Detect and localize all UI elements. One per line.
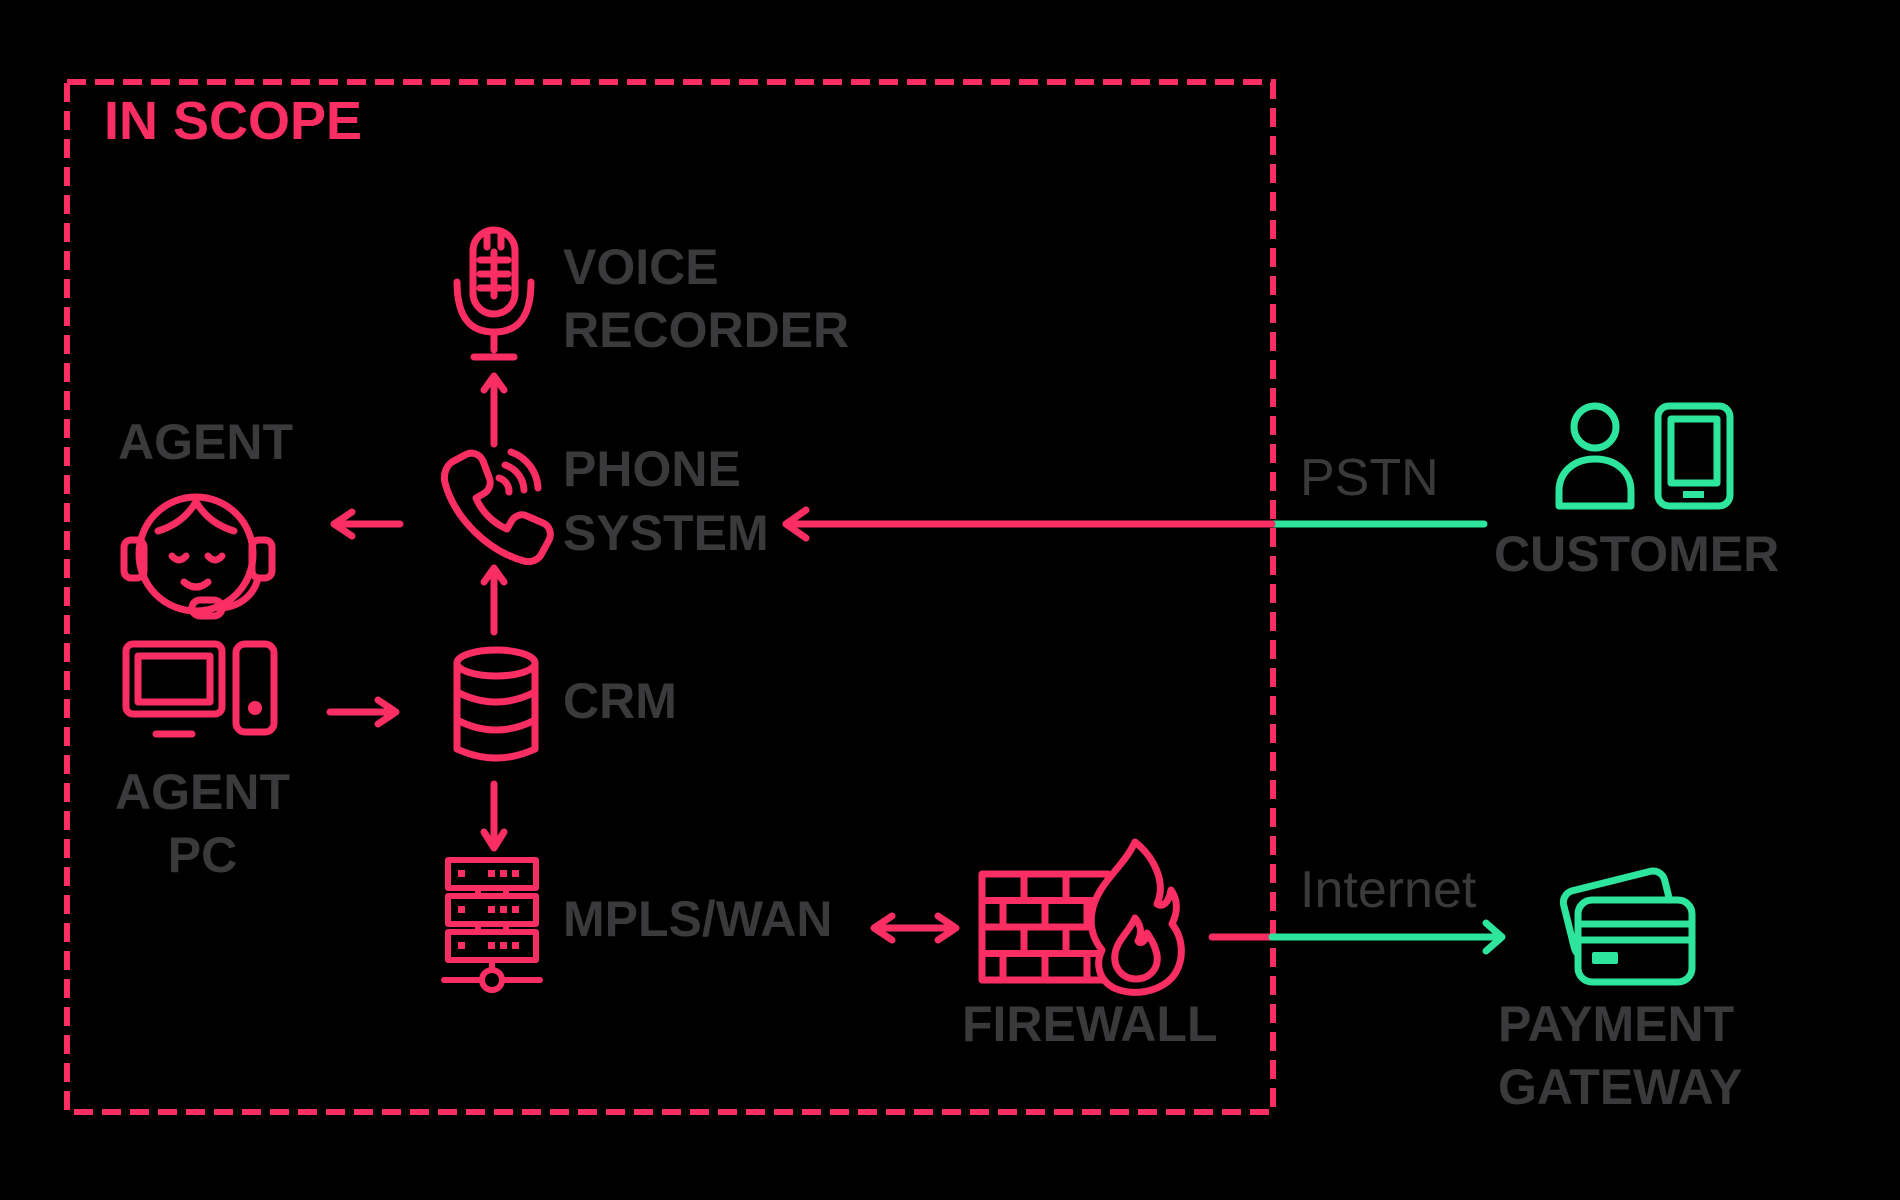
node-label-voice-recorder: VOICE RECORDER (563, 236, 849, 362)
in-scope-dashed-border (64, 79, 1276, 1115)
microphone-icon (453, 226, 535, 361)
node-label-payment-gateway: PAYMENT GATEWAY (1498, 993, 1742, 1119)
arrow-right-agentpc-to-crm-icon (326, 696, 400, 728)
label-line: PHONE (563, 441, 741, 497)
node-label-agent: AGENT (118, 411, 293, 474)
label-line: CUSTOMER (1494, 526, 1780, 582)
arrow-bidirectional-mpls-firewall-icon (870, 912, 960, 944)
node-label-firewall: FIREWALL (962, 993, 1218, 1056)
arrow-up-crm-to-phone-icon (480, 564, 508, 636)
label-line: VOICE (563, 239, 719, 295)
internet-connection-line (1208, 919, 1506, 955)
person-with-tablet-icon (1555, 402, 1734, 510)
credit-cards-icon (1559, 867, 1696, 986)
label-line: CRM (563, 673, 677, 729)
arrow-down-crm-to-mpls-icon (480, 780, 508, 852)
label-line: AGENT (115, 764, 290, 820)
firewall-brick-flame-icon (978, 838, 1185, 996)
label-line: SYSTEM (563, 505, 769, 561)
in-scope-label: IN SCOPE (104, 91, 363, 151)
label-line: GATEWAY (1498, 1059, 1743, 1115)
arrow-left-phone-to-agent-icon (330, 508, 404, 540)
pstn-connection-line (782, 506, 1488, 542)
label-line: MPLS/WAN (563, 891, 833, 947)
node-label-agent-pc: AGENT PC (110, 761, 295, 887)
desktop-computer-icon (122, 640, 278, 738)
label-line: RECORDER (563, 302, 850, 358)
phone-handset-icon (440, 448, 554, 566)
agent-headset-icon (120, 493, 276, 620)
internet-label: Internet (1300, 861, 1477, 919)
node-label-crm: CRM (563, 670, 677, 733)
node-label-customer: CUSTOMER (1494, 523, 1779, 586)
arrow-up-phone-to-recorder-icon (480, 372, 508, 448)
label-line: FIREWALL (962, 996, 1218, 1052)
label-line: AGENT (118, 414, 293, 470)
server-stack-icon (441, 857, 543, 993)
node-label-mpls-wan: MPLS/WAN (563, 888, 832, 951)
database-icon (453, 646, 539, 762)
pstn-label: PSTN (1300, 449, 1439, 507)
node-label-phone-system: PHONE SYSTEM (563, 437, 769, 565)
label-line: PC (167, 827, 238, 883)
label-line: PAYMENT (1498, 996, 1735, 1052)
